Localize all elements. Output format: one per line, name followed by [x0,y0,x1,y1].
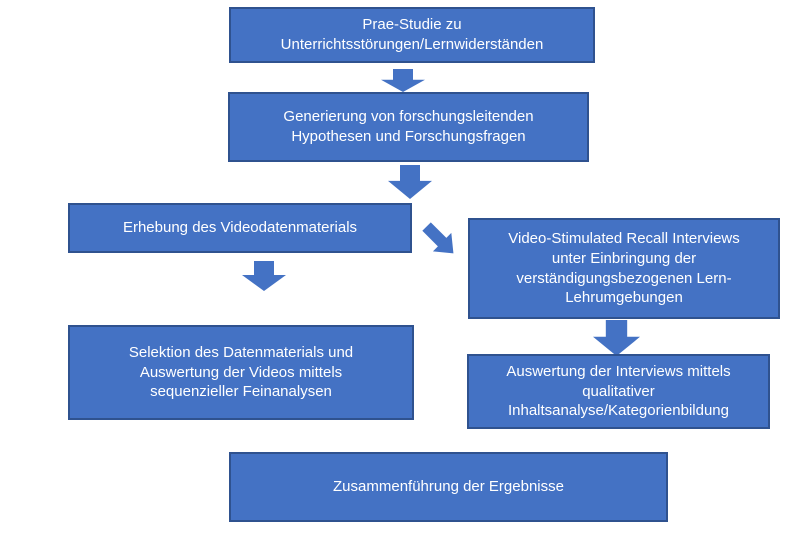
node-auswertung: Auswertung der Interviews mittels qualit… [467,354,770,429]
block-arrow-down-icon [242,261,286,291]
node-prae-studie: Prae-Studie zu Unterrichtsstörungen/Lern… [229,7,595,63]
node-selektion: Selektion des Datenmaterials und Auswert… [68,325,414,420]
block-arrow-down-right-icon [422,222,454,254]
block-arrow-down-icon [593,320,640,356]
node-generierung: Generierung von forschungsleitenden Hypo… [228,92,589,162]
node-zusammenfuehrung: Zusammenführung der Ergebnisse [229,452,668,522]
block-arrow-down-icon [388,165,432,199]
block-arrow-down-icon [381,69,425,92]
node-vsr-interviews: Video-Stimulated Recall Interviews unter… [468,218,780,319]
node-erhebung: Erhebung des Videodatenmaterials [68,203,412,253]
